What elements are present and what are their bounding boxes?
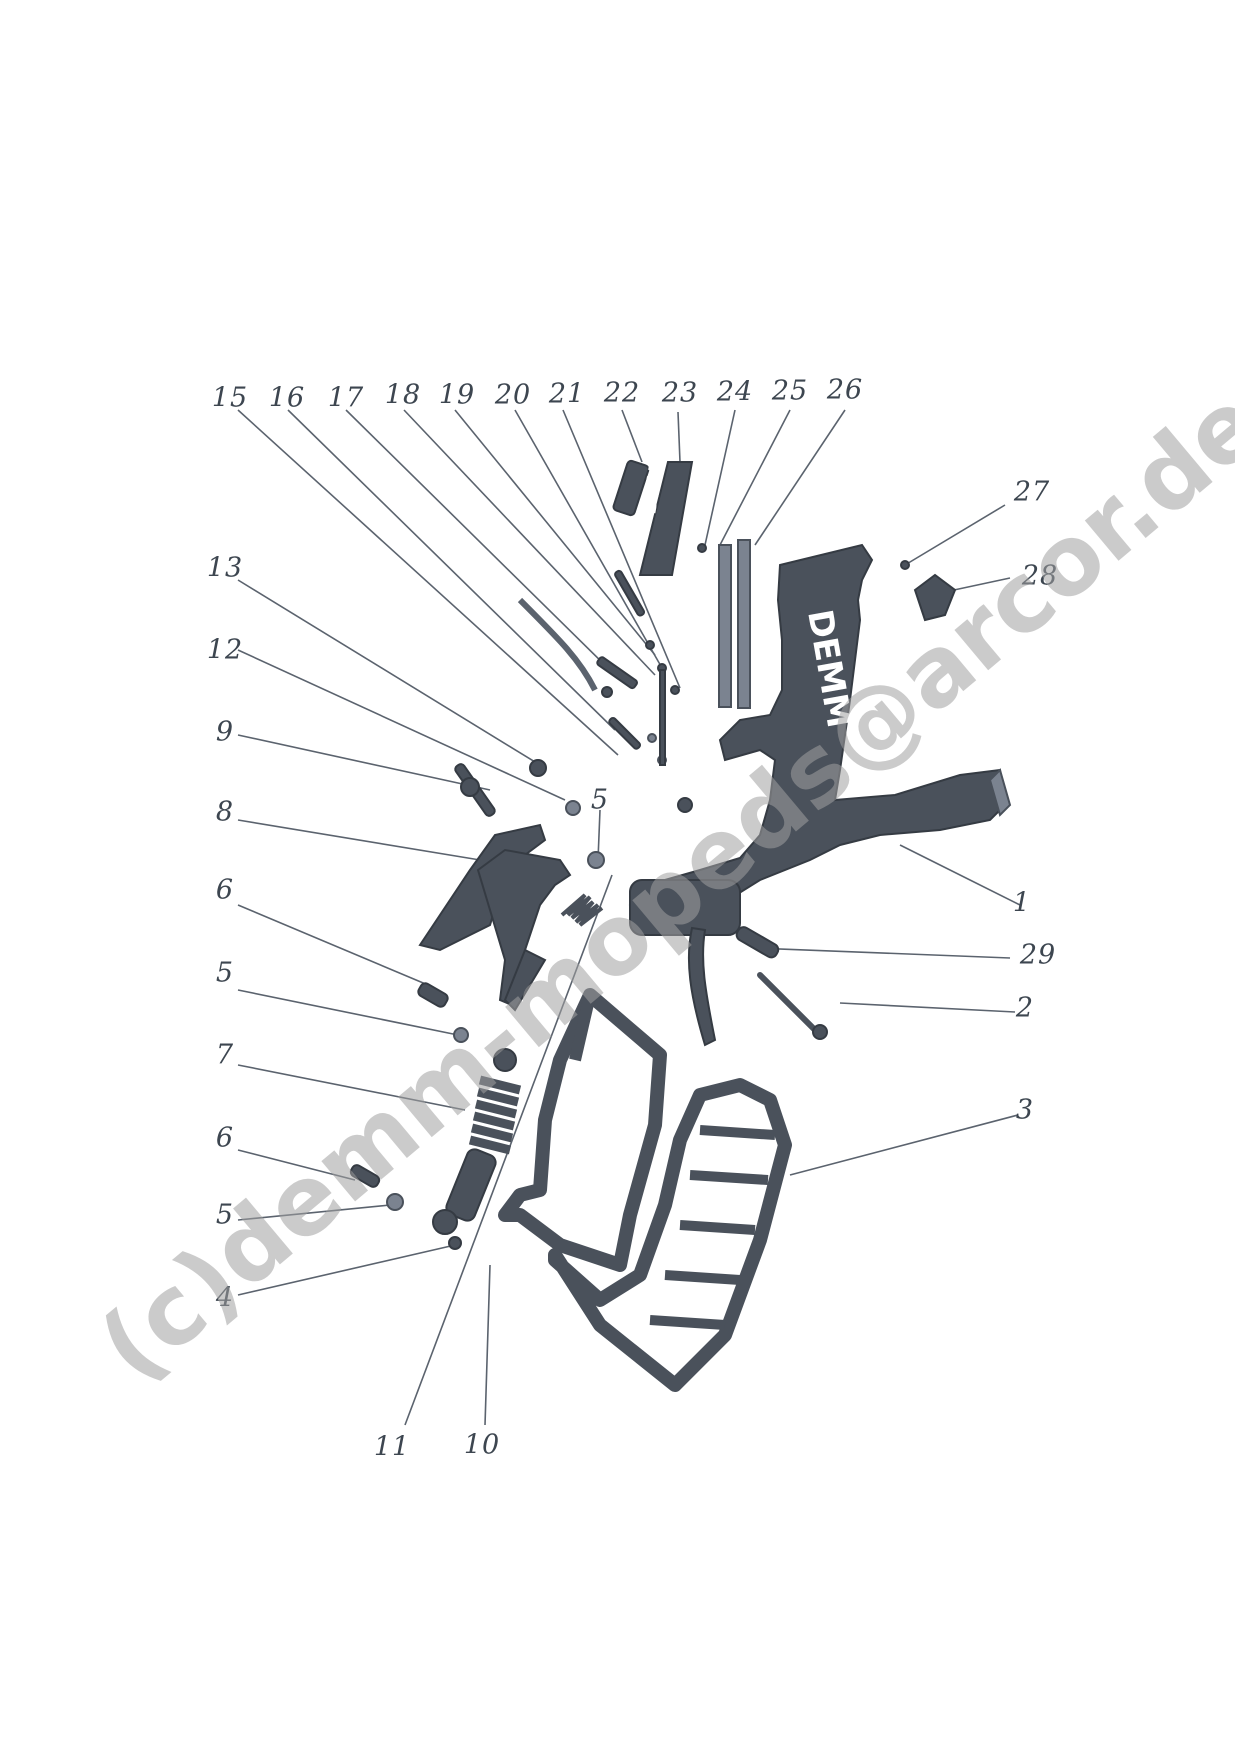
callout-5-middle: 5 xyxy=(215,957,235,989)
callout-13: 13 xyxy=(206,552,244,584)
callout-10: 10 xyxy=(463,1429,501,1461)
callout-28: 28 xyxy=(1021,560,1059,592)
callout-18: 18 xyxy=(384,379,422,411)
callout-6-upper: 6 xyxy=(215,874,235,906)
rod-part-2 xyxy=(757,972,828,1040)
callout-26: 26 xyxy=(826,374,864,406)
sleeve-part-29 xyxy=(735,926,780,959)
clamp-parts xyxy=(900,560,957,622)
callout-20: 20 xyxy=(494,379,532,411)
callout-4: 4 xyxy=(215,1282,235,1314)
small-badge xyxy=(612,459,650,517)
emblem-plate: DEMM xyxy=(636,443,694,576)
callout-23: 23 xyxy=(661,377,699,409)
callout-24: 24 xyxy=(716,376,754,408)
callout-8: 8 xyxy=(215,796,235,828)
callout-2: 2 xyxy=(1015,992,1035,1024)
callout-25: 25 xyxy=(771,375,809,407)
callout-6-lower: 6 xyxy=(215,1122,235,1154)
callout-5-upper: 5 xyxy=(590,784,610,816)
callout-22: 22 xyxy=(603,377,641,409)
callout-29: 29 xyxy=(1019,939,1057,971)
callout-5-lower: 5 xyxy=(215,1199,235,1231)
callout-27: 27 xyxy=(1013,476,1051,508)
callout-3: 3 xyxy=(1015,1094,1035,1126)
callout-12: 12 xyxy=(206,634,244,666)
callout-7: 7 xyxy=(215,1039,235,1071)
callout-17: 17 xyxy=(327,382,365,414)
stand-spring xyxy=(560,893,604,927)
callout-15: 15 xyxy=(211,382,249,414)
trim-strips xyxy=(718,539,751,709)
main-frame: DEMM xyxy=(628,543,1012,1047)
callout-1: 1 xyxy=(1012,887,1032,919)
shock-absorber xyxy=(432,1048,522,1235)
small-fasteners xyxy=(349,543,707,1250)
rear-carrier xyxy=(498,988,792,1392)
center-stand xyxy=(418,823,572,1012)
callout-21: 21 xyxy=(548,378,586,410)
callout-16: 16 xyxy=(268,382,306,414)
callout-9: 9 xyxy=(215,716,235,748)
callout-11: 11 xyxy=(373,1431,411,1463)
callout-19: 19 xyxy=(438,379,476,411)
